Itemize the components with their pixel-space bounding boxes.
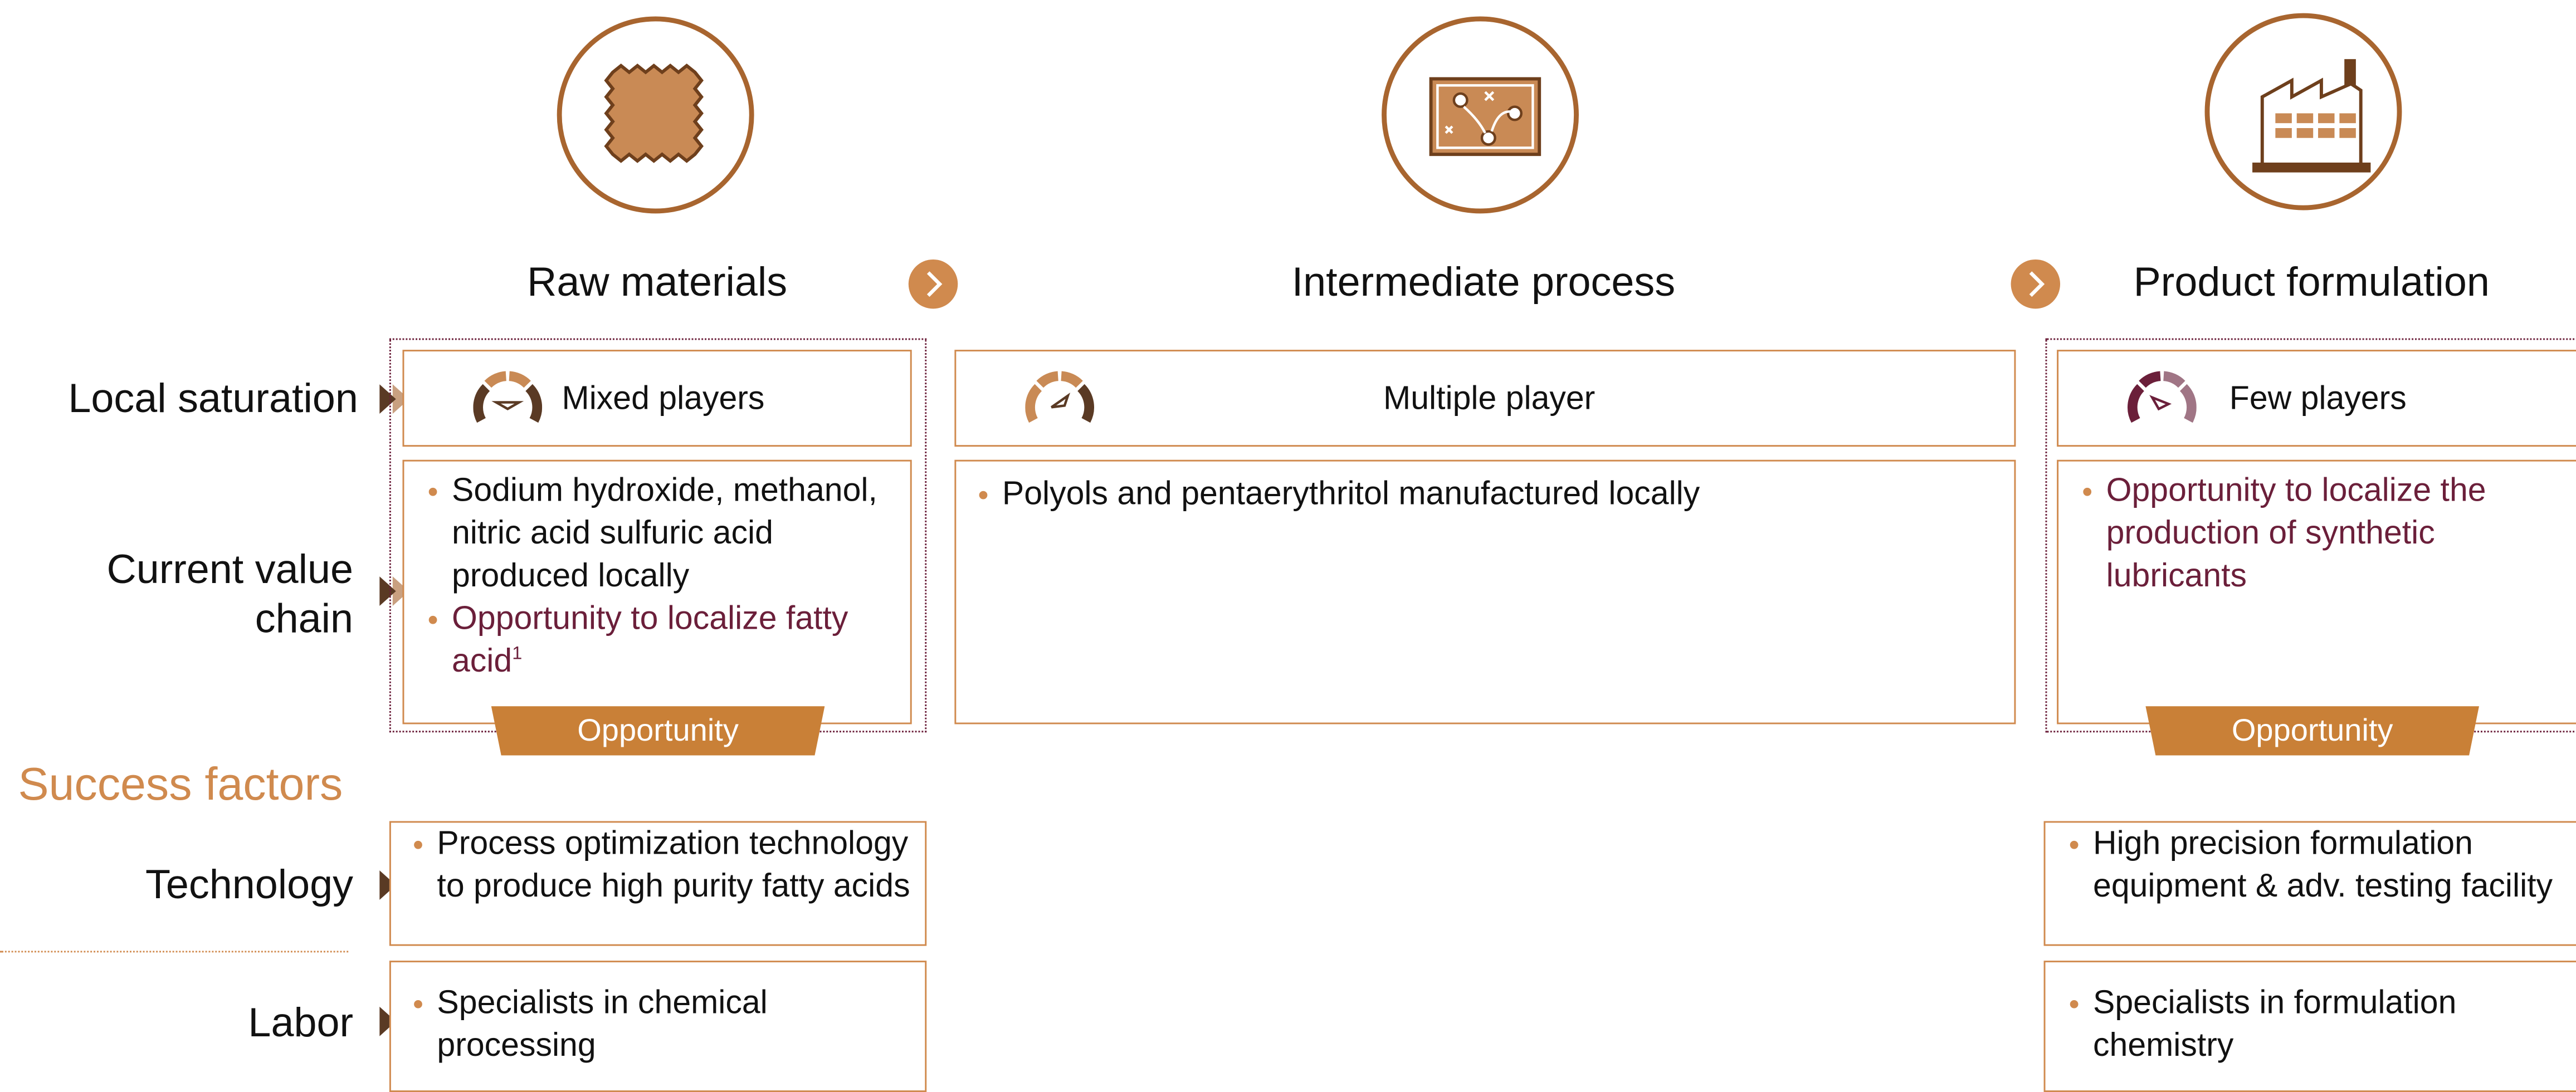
process-map-icon bbox=[1429, 77, 1541, 156]
fabric-swatch-icon bbox=[604, 63, 704, 163]
value-chain-raw-bullet-2: Opportunity to localize fatty acid1 bbox=[428, 598, 905, 683]
gauge-medium-icon bbox=[1025, 371, 1094, 423]
labor-box-product: Specialists in formulation chemistry bbox=[2043, 961, 2576, 1092]
row-label-current-value-chain: Current value chain bbox=[106, 547, 354, 643]
value-chain-box-raw: Sodium hydroxide, methanol, nitric acid … bbox=[402, 459, 912, 724]
factory-icon bbox=[2252, 59, 2371, 173]
raw-materials-icon-circle bbox=[557, 16, 754, 214]
gauge-medium-icon bbox=[473, 371, 543, 423]
row-divider bbox=[0, 951, 349, 953]
technology-raw-bullet: Process optimization technology to produ… bbox=[414, 822, 915, 908]
stage-title-product-formulation: Product formulation bbox=[2133, 259, 2490, 306]
stage-title-intermediate-process: Intermediate process bbox=[1291, 259, 1676, 306]
row-label-labor: Labor bbox=[248, 1000, 354, 1046]
value-chain-box-product: Opportunity to localize the production o… bbox=[2057, 459, 2576, 724]
intermediate-process-icon-circle bbox=[1382, 16, 1579, 214]
value-chain-intermediate-bullet-1: Polyols and pentaerythritol manufactured… bbox=[979, 473, 1998, 516]
value-chain-product-bullet-1: Opportunity to localize the production o… bbox=[2083, 469, 2559, 598]
footnote-marker: 1 bbox=[512, 644, 523, 664]
saturation-text-intermediate: Multiple player bbox=[1383, 381, 1596, 418]
product-formulation-icon-circle bbox=[2204, 13, 2402, 210]
opportunity-tag-product: Opportunity bbox=[2145, 706, 2480, 756]
technology-product-bullet: High precision formulation equipment & a… bbox=[2070, 822, 2571, 908]
labor-product-bullet: Specialists in formulation chemistry bbox=[2070, 982, 2571, 1067]
next-stage-arrow-2[interactable] bbox=[2011, 259, 2061, 309]
next-stage-arrow-1[interactable] bbox=[908, 259, 958, 309]
stage-title-raw-materials: Raw materials bbox=[527, 259, 788, 306]
row-label-local-saturation: Local saturation bbox=[68, 376, 358, 422]
value-chain-raw-bullet-1: Sodium hydroxide, methanol, nitric acid … bbox=[428, 469, 905, 598]
opportunity-tag-raw: Opportunity bbox=[491, 706, 825, 756]
saturation-box-raw: Mixed players bbox=[402, 350, 912, 447]
technology-box-product: High precision formulation equipment & a… bbox=[2043, 821, 2576, 946]
row-label-technology: Technology bbox=[145, 862, 354, 908]
gauge-low-icon bbox=[2128, 371, 2197, 423]
saturation-box-intermediate: Multiple player bbox=[954, 350, 2016, 447]
labor-box-raw: Specialists in chemical processing bbox=[389, 961, 927, 1092]
labor-raw-bullet: Specialists in chemical processing bbox=[414, 982, 915, 1067]
success-factors-heading: Success factors bbox=[18, 758, 343, 810]
saturation-text-raw: Mixed players bbox=[562, 381, 765, 418]
chevron-right-icon bbox=[2029, 271, 2045, 297]
value-chain-box-intermediate: Polyols and pentaerythritol manufactured… bbox=[954, 459, 2016, 724]
saturation-text-product: Few players bbox=[2229, 381, 2407, 418]
technology-box-raw: Process optimization technology to produ… bbox=[389, 821, 927, 946]
chevron-right-icon bbox=[926, 271, 943, 297]
saturation-box-product: Few players bbox=[2057, 350, 2576, 447]
